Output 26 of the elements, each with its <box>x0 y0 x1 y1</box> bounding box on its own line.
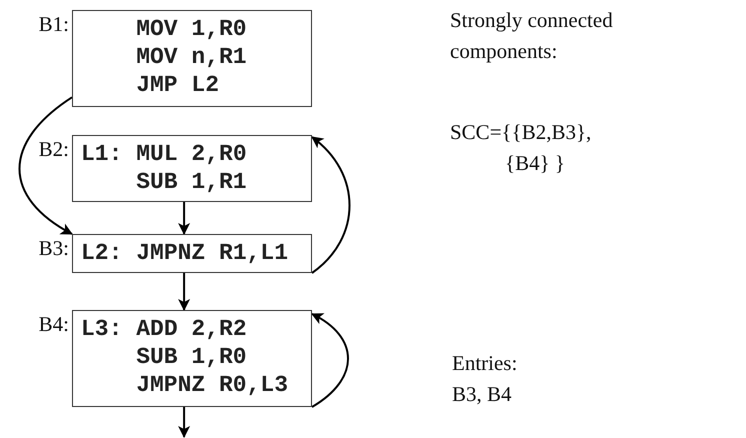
block-name: B1: <box>38 12 69 37</box>
code-line: JMPNZ R0,L3 <box>136 371 288 399</box>
arrow <box>178 202 190 235</box>
note-text: SCC={{B2,B3}, {B4} } <box>450 119 592 177</box>
arrow <box>311 136 350 274</box>
code-line: MOV n,R1 <box>136 43 247 71</box>
code-line: MOV 1,R0 <box>136 15 247 43</box>
code-line: JMP L2 <box>136 71 220 99</box>
code-line: L2: JMPNZ R1,L1 <box>81 239 288 267</box>
arrow <box>18 96 73 235</box>
code-line: L3: ADD 2,R2 <box>81 315 247 343</box>
arrow <box>311 313 349 408</box>
block-name: B3: <box>38 236 69 261</box>
note-text: Entries: B3, B4 <box>452 350 518 408</box>
note-text: Strongly connected components: <box>450 7 614 65</box>
basic-block-box <box>72 10 312 107</box>
basic-block-box <box>72 135 312 202</box>
basic-block-box <box>72 234 312 273</box>
block-name: B2: <box>38 137 69 162</box>
code-line: L1: MUL 2,R0 <box>81 140 247 168</box>
basic-block-box <box>72 310 312 407</box>
code-line: SUB 1,R0 <box>136 343 247 371</box>
code-line: SUB 1,R1 <box>136 168 247 196</box>
arrow <box>178 407 190 438</box>
block-name: B4: <box>38 312 69 337</box>
arrow <box>178 273 190 311</box>
